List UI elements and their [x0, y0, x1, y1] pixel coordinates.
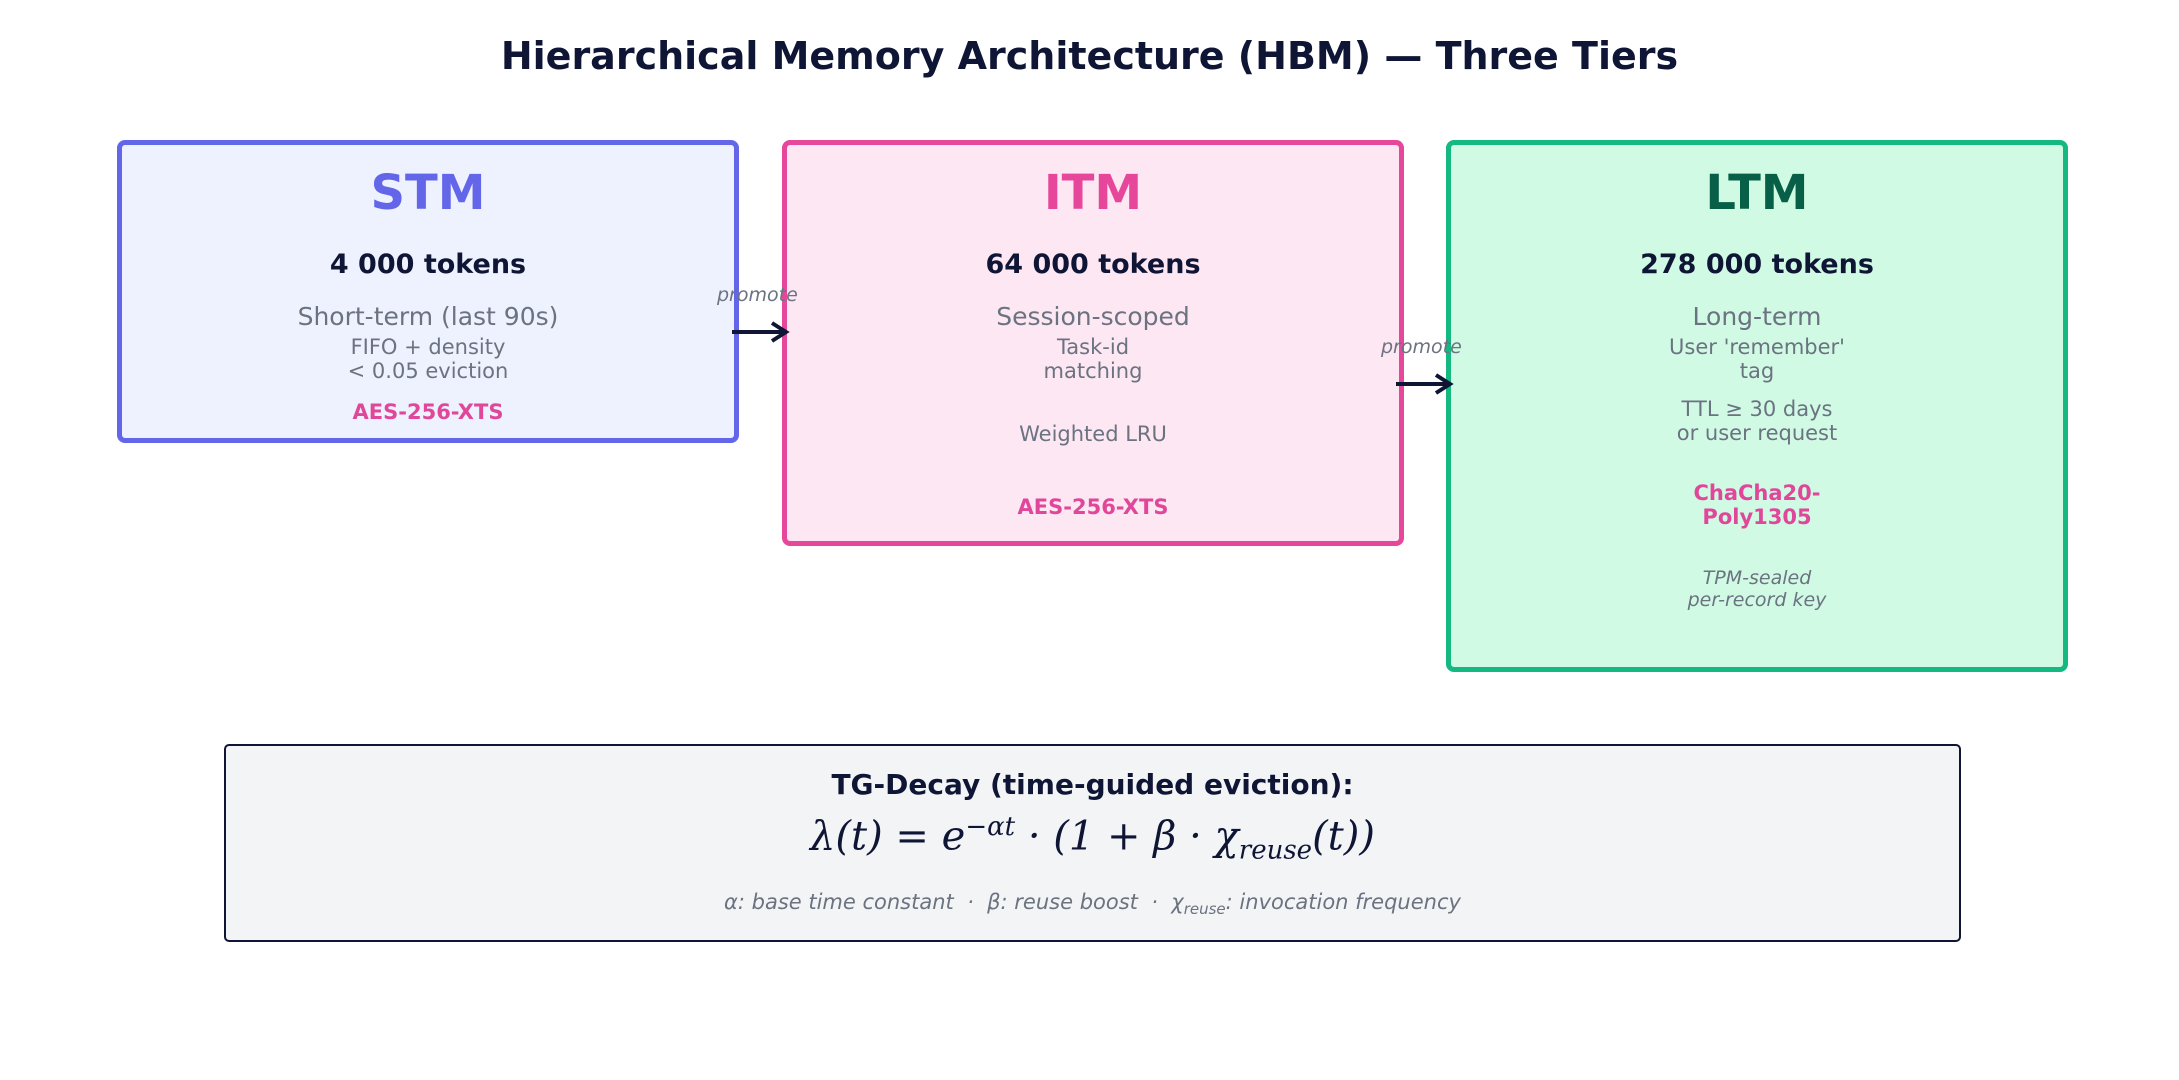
equation-lhs: λ(t) = e — [810, 813, 966, 860]
itm-scope: Session-scoped — [996, 302, 1190, 331]
itm-tier-box: ITM 64 000 tokens Session-scoped Task-id… — [782, 140, 1404, 546]
itm-policy-line-2: matching — [1043, 359, 1143, 383]
ltm-scope: Long-term — [1692, 302, 1822, 331]
tg-decay-formula-box: TG-Decay (time-guided eviction): λ(t) = … — [224, 744, 1961, 942]
legend-part-b: : invocation frequency — [1225, 890, 1461, 914]
legend-part-a: α: base time constant · β: reuse boost ·… — [724, 890, 1184, 914]
stm-policy-line-1: FIFO + density — [350, 335, 506, 359]
stm-scope: Short-term (last 90s) — [297, 302, 559, 331]
itm-eviction-policy: Weighted LRU — [1019, 422, 1167, 446]
formula-title: TG-Decay (time-guided eviction): — [831, 768, 1354, 801]
stm-token-capacity: 4 000 tokens — [329, 249, 527, 280]
ltm-policy-line-1: User 'remember' — [1669, 335, 1845, 359]
itm-policy-line-1: Task-id — [1056, 335, 1130, 359]
ltm-policy-line-2: tag — [1739, 359, 1775, 383]
itm-encryption: AES-256-XTS — [1017, 495, 1169, 519]
ltm-ttl-line-1: TTL ≥ 30 days — [1681, 397, 1833, 421]
page-title: Hierarchical Memory Architecture (HBM) —… — [500, 34, 1679, 78]
stm-encryption: AES-256-XTS — [352, 400, 504, 424]
ltm-tier-box: LTM 278 000 tokens Long-term User 'remem… — [1446, 140, 2068, 672]
equation-subscript: reuse — [1238, 835, 1313, 866]
ltm-key-line-1: TPM-sealed — [1702, 567, 1812, 589]
promote-label-itm-ltm: promote — [1381, 336, 1462, 358]
legend-subscript: reuse — [1183, 900, 1226, 919]
ltm-ttl-line-2: or user request — [1676, 421, 1838, 445]
ltm-key-line-2: per-record key — [1687, 589, 1827, 611]
itm-token-capacity: 64 000 tokens — [985, 249, 1201, 280]
formula-legend: α: base time constant · β: reuse boost ·… — [226, 890, 1959, 918]
promote-arrow-stm-itm — [732, 321, 790, 343]
ltm-encryption-line-2: Poly1305 — [1702, 505, 1812, 529]
promote-arrow-itm-ltm — [1396, 373, 1454, 395]
tg-decay-equation: λ(t) = e−αt · (1 + β · χreuse(t)) — [226, 812, 1959, 865]
stm-policy-line-2: < 0.05 eviction — [347, 359, 509, 383]
equation-exponent: −αt — [965, 812, 1016, 842]
stm-tier-name: STM — [370, 165, 486, 221]
equation-mid: · (1 + β · χ — [1015, 813, 1239, 860]
itm-tier-name: ITM — [1043, 165, 1143, 221]
ltm-tier-name: LTM — [1705, 165, 1809, 221]
equation-rhs: (t)) — [1312, 813, 1375, 860]
ltm-encryption-line-1: ChaCha20- — [1693, 481, 1821, 505]
ltm-token-capacity: 278 000 tokens — [1640, 249, 1874, 280]
stm-tier-box: STM 4 000 tokens Short-term (last 90s) F… — [117, 140, 739, 443]
promote-label-stm-itm: promote — [717, 284, 798, 306]
